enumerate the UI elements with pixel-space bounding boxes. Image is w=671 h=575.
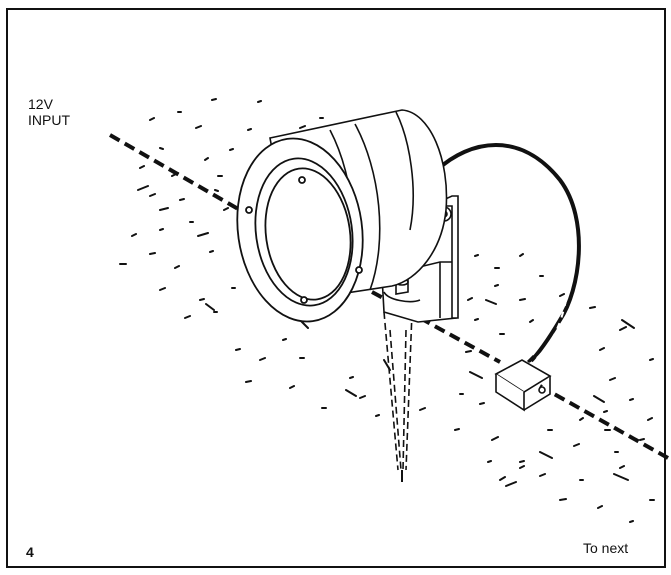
input-cable	[109, 133, 241, 212]
lamp-bezel	[236, 137, 364, 323]
to-next-label: To next	[583, 540, 629, 556]
ground-texture	[119, 98, 655, 523]
lamp-feed-cable	[435, 143, 581, 364]
input-label: 12V INPUT	[28, 96, 70, 128]
main-cable	[419, 316, 669, 460]
ground-spike	[383, 311, 413, 471]
input-label-line1: 12V	[28, 96, 53, 112]
lamp-feed-cable-buried	[529, 299, 567, 365]
junction-box	[494, 354, 552, 412]
input-label-line2: INPUT	[28, 112, 70, 128]
step-number: 4	[26, 544, 34, 560]
